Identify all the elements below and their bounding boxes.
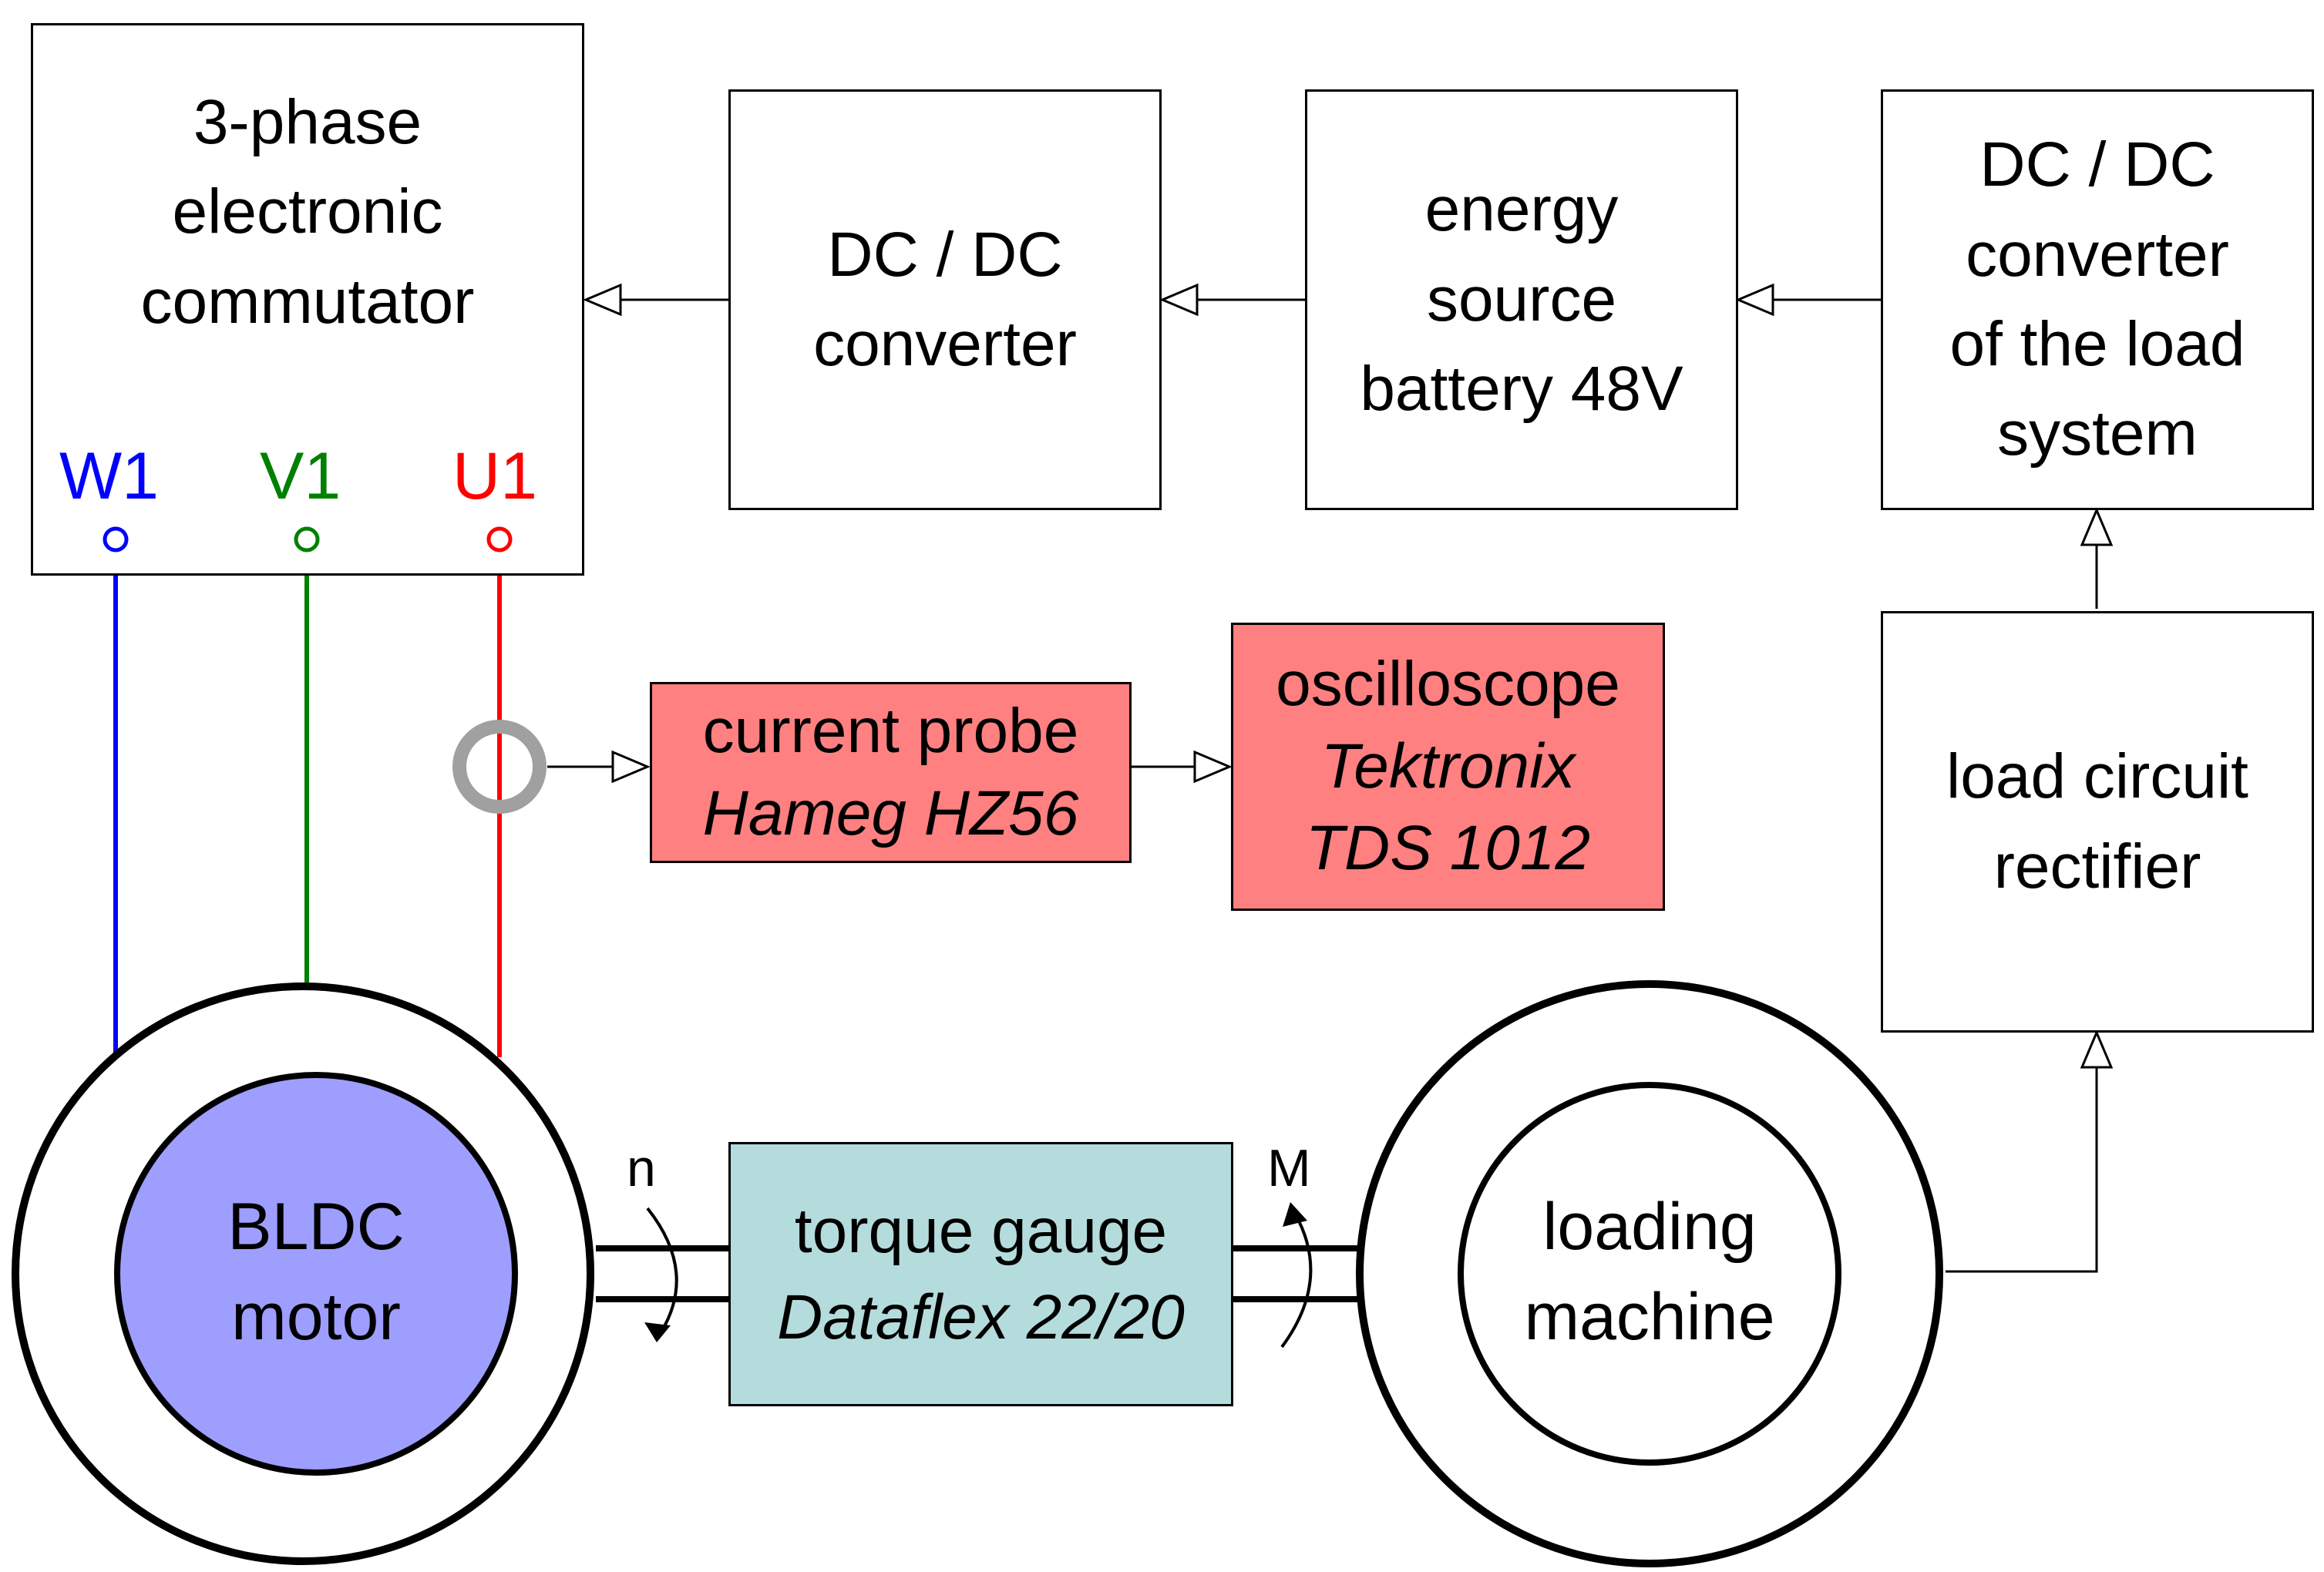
torque-gauge-line-1: torque gauge [794,1195,1168,1266]
load-dcdc-line-2: converter [1966,219,2229,290]
dcdc-line-2: converter [813,309,1077,379]
arrow-into-oscilloscope [1193,750,1233,784]
commutator-line-3: commutator [140,266,475,337]
commutator-line-2: electronic [172,176,443,247]
dcdc-line-1: DC / DC [827,219,1063,290]
current-probe-line-2: Hameg HZ56 [702,778,1079,848]
current-probe-line-1: current probe [702,695,1079,766]
arrow-into-battery [1735,283,1774,317]
current-probe-block: current probe Hameg HZ56 [650,682,1132,863]
energy-line-1: energy [1424,174,1619,245]
oscilloscope-line-2: Tektronix [1320,731,1576,801]
torque-rotation-arrow [1280,1213,1313,1349]
oscilloscope-line-1: oscilloscope [1276,649,1620,720]
energy-source-block: energy source battery 48V [1305,89,1738,510]
speed-label: n [627,1139,656,1197]
load-dcdc-line-4: system [1997,398,2198,469]
rectifier-block: load circuit rectifier [1881,611,2314,1033]
loading-label-line-1: loading [1542,1190,1757,1264]
wire-loading-to-rectifier [1946,1063,2098,1273]
phase-label-v1: V1 [260,439,341,513]
rectifier-line-2: rectifier [1993,831,2201,902]
motor-label-line-2: motor [231,1279,401,1354]
speed-arrow-head [644,1322,671,1342]
oscilloscope-line-3: TDS 1012 [1305,813,1591,884]
speed-rotation-arrow [646,1207,678,1333]
energy-line-2: source [1426,264,1617,334]
rectifier-line-1: load circuit [1946,741,2248,812]
dcdc-converter-block: DC / DC converter [728,89,1162,510]
torque-label: M [1267,1139,1311,1197]
arrow-into-loaddcdc [2080,507,2114,546]
load-dcdc-line-3: of the load [1949,309,2245,379]
energy-line-3: battery 48V [1360,354,1683,425]
arrow-into-rectifier [2080,1030,2114,1069]
current-sensor-ring [452,720,547,814]
torque-gauge-line-2: Dataflex 22/20 [777,1281,1185,1352]
torque-gauge-block: torque gauge Dataflex 22/20 [728,1142,1233,1406]
arrow-into-current-probe [611,750,651,784]
motor-rotor [114,1072,518,1476]
loading-label-line-2: machine [1524,1279,1775,1354]
load-dcdc-line-1: DC / DC [1979,129,2215,200]
loading-machine-label: loading machine [1495,1182,1804,1362]
motor-label-line-1: BLDC [227,1190,405,1264]
load-dcdc-converter-block: DC / DC converter of the load system [1881,89,2314,510]
phase-label-w1: W1 [59,439,159,513]
motor-label: BLDC motor [177,1182,455,1362]
commutator-block: 3-phase electronic commutator [31,23,584,576]
loading-machine-rotor [1458,1082,1841,1466]
torque-arrow-head [1283,1202,1307,1227]
arrow-into-dcdc [1159,283,1199,317]
oscilloscope-block: oscilloscope Tektronix TDS 1012 [1231,623,1665,911]
arrow-into-commutator [583,283,622,317]
phase-label-u1: U1 [452,439,537,513]
commutator-line-1: 3-phase [193,87,422,157]
